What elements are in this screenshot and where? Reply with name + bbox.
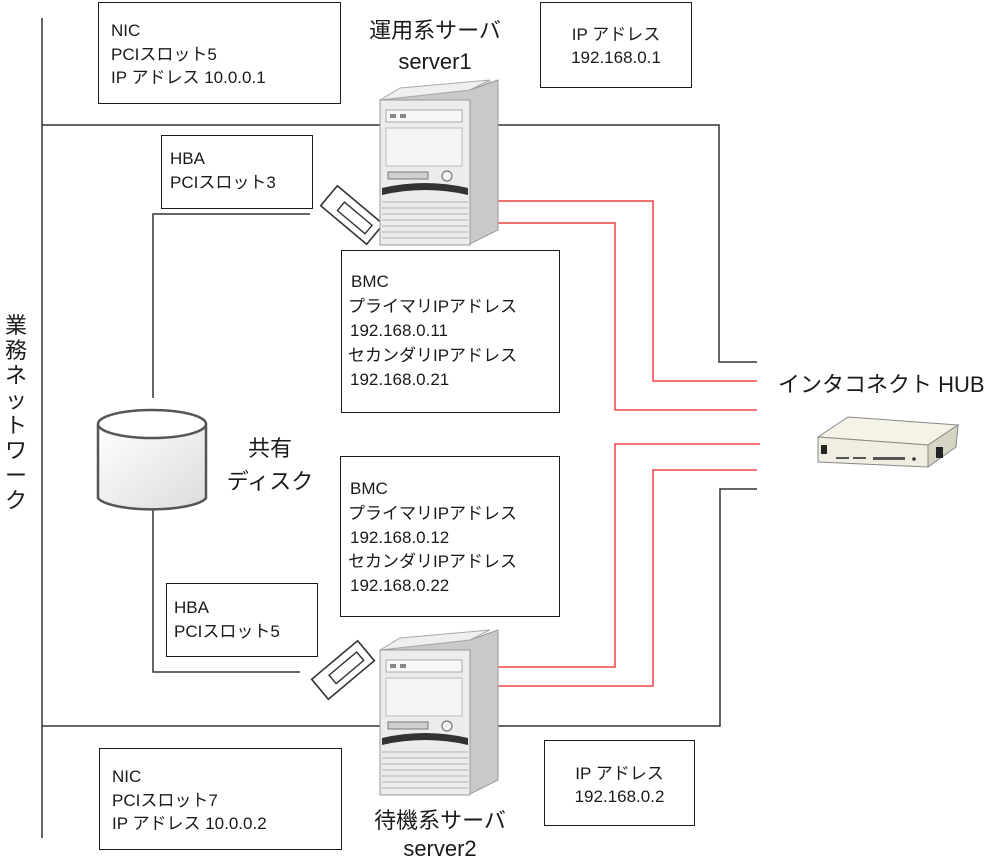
- server2-nic-box: [99, 748, 342, 850]
- server2-bmc-box: [340, 456, 560, 617]
- server2-bmc-secondary-ip: 192.168.0.22: [350, 576, 450, 595]
- server1-hostname: server1: [398, 49, 472, 74]
- hba-card-icon: [319, 184, 385, 246]
- server2-hba-slot: PCIスロット5: [174, 622, 280, 641]
- server1-nic-slot: PCIスロット5: [111, 45, 217, 64]
- server1-hba-label: HBA: [170, 149, 205, 168]
- server1-interconnect-1: [492, 200, 757, 382]
- interconnect-hub-label: インタコネクト HUB: [778, 372, 985, 397]
- server1-bmc-box: [341, 250, 560, 413]
- server1-interconnect-2: [478, 222, 757, 411]
- server2-ip-label: IP アドレス: [575, 764, 664, 783]
- server1-nic-box: [98, 2, 341, 104]
- server2-nic-slot: PCIスロット7: [112, 791, 218, 810]
- interconnect-hub-icon: [816, 416, 960, 468]
- server2-hostname: server2: [403, 836, 477, 861]
- shared-disk-label-line1: 共有: [247, 436, 292, 461]
- server1-bmc-primary-ip: 192.168.0.11: [350, 321, 448, 340]
- server2-tower-icon: [379, 629, 499, 796]
- label-char: ネ: [4, 363, 27, 388]
- server1-tower-icon: [379, 79, 499, 246]
- label-char: ク: [4, 488, 27, 513]
- label-char: 務: [4, 338, 27, 363]
- server2-hba-box: [166, 583, 318, 657]
- server2-bmc-primary-ip: 192.168.0.12: [350, 528, 450, 547]
- server1-title: 運用系サーバ: [369, 18, 501, 43]
- shared-disk-label-line2: ディスク: [226, 469, 314, 494]
- server2-nic-label: NIC: [112, 767, 142, 786]
- server2-hba-label: HBA: [174, 598, 209, 617]
- server1-bmc-secondary-label: セカンダリIPアドレス: [348, 346, 518, 365]
- hba-card-icon: [310, 639, 376, 701]
- server2-ip-box: [544, 740, 695, 826]
- server1-hba-box: [161, 135, 313, 209]
- server1-ip-box: [540, 2, 692, 88]
- server1-ip-value: 192.168.0.1: [571, 48, 661, 67]
- label-char: ッ: [4, 388, 27, 413]
- server2-nic-ip: IP アドレス 10.0.0.2: [112, 814, 267, 833]
- shared-disk-icon: [96, 408, 208, 511]
- server2-ip-value: 192.168.0.2: [574, 787, 665, 806]
- server1-san-link: [152, 213, 310, 398]
- server1-nic-label: NIC: [111, 21, 141, 40]
- server2-bmc-primary-label: プライマリIPアドレス: [348, 504, 518, 523]
- server1-ip-label: IP アドレス: [571, 25, 661, 44]
- server2-title: 待機系サーバ: [374, 808, 506, 833]
- label-char: 業: [4, 313, 27, 338]
- server1-hba-slot: PCIスロット3: [170, 173, 276, 192]
- server2-bmc-secondary-label: セカンダリIPアドレス: [348, 552, 518, 571]
- label-char: ー: [4, 463, 27, 488]
- server1-bmc-primary-label: プライマリIPアドレス: [348, 297, 518, 316]
- business-network-label: 業 務 ネ ッ ト ワ ー ク: [3, 313, 29, 513]
- label-char: ト: [4, 413, 27, 438]
- server1-nic-ip: IP アドレス 10.0.0.1: [111, 68, 266, 87]
- server2-san-link: [152, 502, 300, 673]
- server2-interconnect-1: [495, 443, 760, 668]
- server2-bmc-label: BMC: [350, 479, 388, 498]
- server2-interconnect-2: [495, 469, 757, 687]
- server1-bmc-label: BMC: [351, 272, 389, 291]
- server1-bmc-secondary-ip: 192.168.0.21: [350, 370, 450, 389]
- label-char: ワ: [4, 438, 27, 463]
